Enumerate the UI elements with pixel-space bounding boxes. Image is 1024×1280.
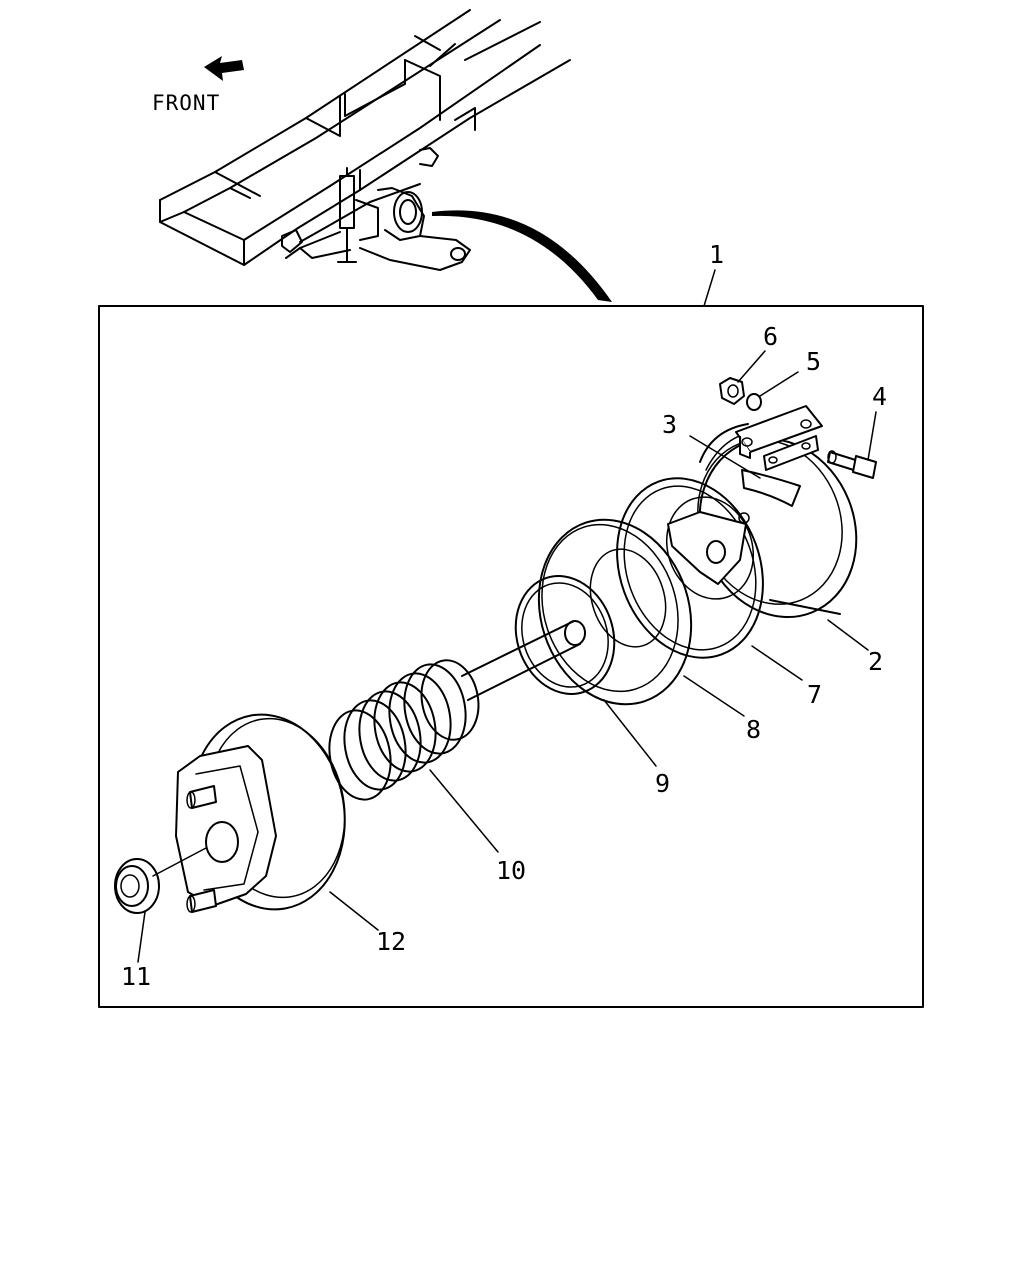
callout-6: 6 <box>763 322 778 351</box>
part-5-washer <box>746 393 762 411</box>
part-6-nut <box>719 377 745 405</box>
callout-1: 1 <box>709 240 724 269</box>
detail-arrow <box>432 210 612 302</box>
part-7-diaphragm <box>616 477 764 659</box>
callout-11: 11 <box>121 962 151 991</box>
callout-labels: 1 2 3 4 5 6 7 8 9 10 11 12 <box>121 240 887 991</box>
callout-2: 2 <box>868 647 883 676</box>
part-2-clamp-bracket <box>735 405 823 471</box>
detail-frame <box>98 305 924 1008</box>
leader-lines <box>137 269 877 963</box>
push-rod <box>461 620 581 701</box>
callout-8: 8 <box>746 715 761 744</box>
part-4-bolt <box>827 450 877 479</box>
callout-9: 9 <box>655 769 670 798</box>
callout-5: 5 <box>806 347 821 376</box>
callout-7: 7 <box>807 680 822 709</box>
part-3-shim <box>741 469 801 507</box>
part-11-seal <box>114 847 207 914</box>
callout-4: 4 <box>872 382 887 411</box>
part-10-return-spring <box>328 659 480 801</box>
callout-10: 10 <box>496 856 526 885</box>
callout-12: 12 <box>376 927 406 956</box>
front-arrow-icon <box>204 56 244 81</box>
front-label: FRONT <box>152 91 220 115</box>
callout-3: 3 <box>662 410 677 439</box>
part-12-front-housing <box>175 713 346 913</box>
vehicle-frame-overview <box>159 9 571 271</box>
part-8-diaphragm-ring <box>537 518 693 706</box>
